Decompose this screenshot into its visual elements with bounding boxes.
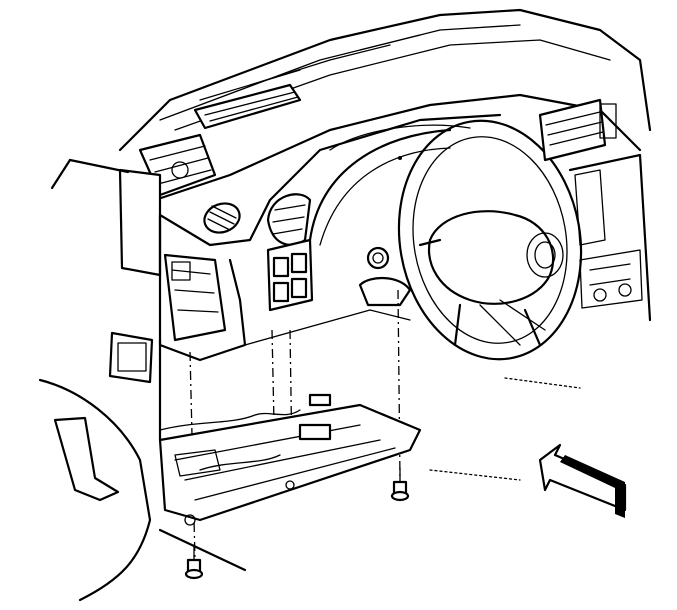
steering-wheel (397, 119, 583, 361)
kick-panel (38, 378, 152, 602)
left-round-vent (203, 202, 241, 234)
fastener-right (390, 467, 410, 502)
dash-underside (158, 309, 411, 442)
center-vent-left (266, 193, 312, 246)
defroster-grille (193, 83, 302, 130)
fastener-left (184, 544, 204, 580)
center-stack (568, 153, 652, 322)
cluster-hood (308, 128, 452, 246)
left-end-cap (108, 168, 162, 384)
leader-lower (158, 528, 247, 572)
lower-left-panel (158, 213, 247, 362)
lower-trim-panel (158, 393, 422, 526)
right-vent (538, 98, 617, 162)
headlamp-switch (266, 238, 314, 312)
view-direction-arrow (538, 443, 627, 518)
leader-upper-left (50, 158, 130, 190)
floor-lines (429, 377, 581, 481)
